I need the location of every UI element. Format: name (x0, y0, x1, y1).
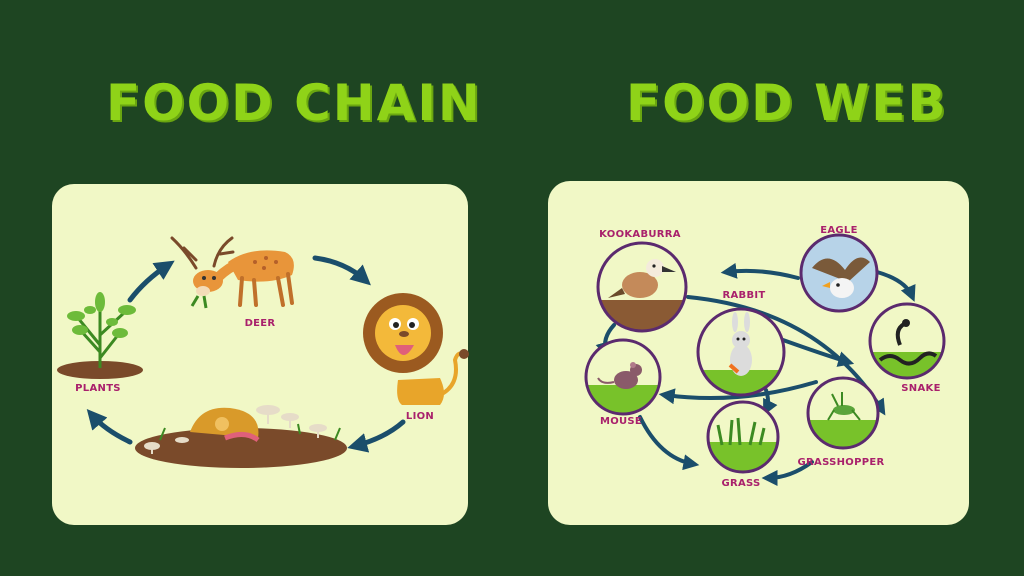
label-mouse: MOUSE (599, 416, 643, 427)
label-rabbit: RABBIT (722, 290, 766, 301)
label-kookaburra: KOOKABURRA (599, 229, 681, 240)
label-deer: DEER (244, 318, 276, 329)
label-snake: SNAKE (901, 383, 941, 394)
chain-arrows (86, 255, 406, 453)
arrow-lion-to-decomposers (347, 419, 406, 453)
label-plants: PLANTS (75, 383, 121, 394)
decomposers-illustration (135, 405, 347, 468)
arrow-grasshopper-to-mouse (658, 380, 818, 405)
food-web-title: FOOD WEB (626, 74, 948, 132)
arrow-rabbit-to-grasshopper (781, 338, 855, 367)
lion-illustration (363, 293, 469, 405)
plants-illustration (57, 292, 143, 379)
deer-illustration (170, 236, 294, 309)
label-lion: LION (405, 411, 435, 422)
mouse-node (584, 338, 662, 416)
arrow-deer-to-lion (312, 255, 371, 286)
label-grass: GRASS (721, 478, 761, 489)
snake-node (868, 302, 946, 380)
arrow-rabbit-to-grass (763, 388, 778, 416)
arrow-plants-to-deer (127, 260, 175, 303)
label-grasshopper: GRASSHOPPER (797, 457, 885, 468)
arrow-decomposers-to-plants (86, 408, 133, 445)
label-eagle: EAGLE (820, 225, 858, 236)
grass-node (706, 400, 780, 474)
food-chain-title: FOOD CHAIN (106, 74, 482, 132)
arrow-eagle-to-snake (875, 270, 916, 302)
grasshopper-node (806, 376, 880, 450)
arrow-mouse-to-grass (638, 415, 700, 471)
rabbit-node (696, 307, 786, 397)
eagle-node (799, 233, 879, 313)
kookaburra-node (596, 241, 688, 333)
arrow-grasshopper-to-grass (761, 460, 814, 486)
arrow-rabbit-to-kookaburra (720, 262, 800, 280)
